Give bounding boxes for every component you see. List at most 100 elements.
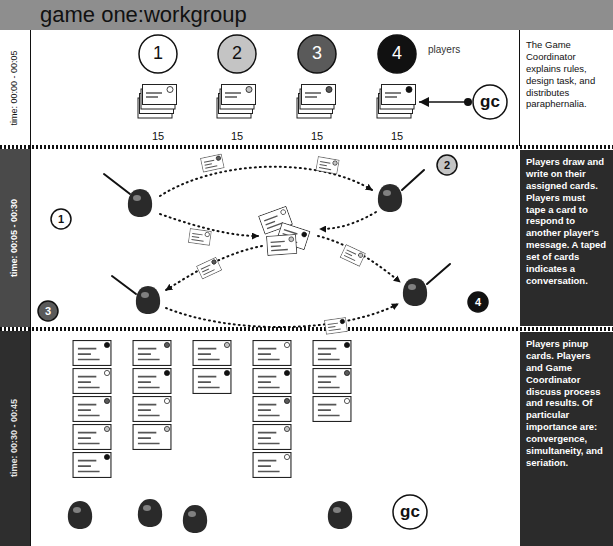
player-circle: 3 [297,34,337,74]
panel-separator [0,327,613,331]
message-path [320,212,376,229]
pinned-card [73,369,111,394]
coordinator-circle: gc [392,494,428,530]
pen [402,170,424,190]
pinned-card [73,453,111,478]
player-marker: 2 [436,154,458,176]
message-card [196,257,221,279]
strip-divider [30,30,31,546]
message-card [200,154,224,172]
circle-shape [218,35,256,73]
pinned-card [133,397,171,422]
coordinator-label: gc [400,503,420,522]
pens [104,170,450,294]
step-text: Players draw and write on their assigned… [526,156,607,287]
player-number: 3 [312,44,322,64]
message-path [160,214,258,236]
player-head [68,501,92,529]
card-scribble [146,93,162,97]
stack-outline [136,80,180,124]
circle-shape [298,35,336,73]
message-path [166,304,398,327]
title-band [0,0,613,30]
player-number: 2 [444,159,450,171]
player-number: 4 [392,44,402,64]
player-number: 3 [45,305,51,317]
player-hand [136,286,160,314]
circle-shape [468,292,488,312]
player-dot [167,87,173,93]
player-head [328,501,352,529]
card-stack: 15 [215,80,259,142]
card-stack: 15 [375,80,419,142]
card-shape [302,85,336,105]
pen [427,264,450,284]
player-number: 2 [232,44,242,64]
pinned-card [193,369,231,394]
card-stack: 15 [136,80,180,142]
circle-shape [38,301,58,321]
diagram-title: game one:workgroup [40,2,247,28]
player-marker: 4 [467,291,489,313]
card-shape [382,85,416,105]
card-shape [222,85,256,105]
message-card [188,229,211,246]
stack-outline [215,80,259,124]
message-path [160,167,372,196]
step-text: Players pinup cards. Players and Game Co… [526,338,607,469]
axis-label: players [428,44,460,55]
step-description: Players pinup cards. Players and Game Co… [520,332,613,546]
stack-outline [375,80,419,124]
coordinator-label: gc [480,93,500,112]
message-path [318,236,400,282]
step-description: The Game Coordinator explains rules, des… [520,33,613,143]
taped-card [266,234,296,255]
time-label: time: 00:00 - 00:05 [10,50,20,125]
player-dot [326,87,332,93]
panel-separator [0,145,613,149]
pinned-card [313,397,351,422]
pen [104,174,130,194]
pinned-card [73,341,111,366]
card-scribble [225,93,241,97]
pinned-card [253,425,291,450]
message-paths [160,167,400,327]
circle-shape [139,35,177,73]
player-marker: 3 [37,300,59,322]
time-label: time: 00:05 - 00:30 [10,199,20,277]
player-head [183,505,207,533]
player-dot [406,87,412,93]
step-description: Players draw and write on their assigned… [520,150,613,326]
player-hand [403,278,427,306]
time-strip [0,331,30,546]
time-label: time: 00:30 - 00:45 [10,399,20,477]
step-text: The Game Coordinator explains rules, des… [526,39,607,110]
circle-shape [51,209,71,229]
time-strip [0,30,30,146]
pinned-card [193,341,231,366]
workgroup-scene [104,154,450,334]
player-circle: 2 [217,34,257,74]
circle-shape [378,35,416,73]
player-circle: 4 [377,34,417,74]
card-count: 15 [391,130,403,142]
coordinator-circle: gc [472,84,508,120]
pinned-card [253,397,291,422]
message-card [324,317,347,334]
pinned-card [133,425,171,450]
player-head [138,499,162,527]
player-circle: 1 [138,34,178,74]
player-number: 1 [58,213,64,225]
player-dot [246,87,252,93]
pinup-scene [68,341,352,533]
pinned-card [253,453,291,478]
player-marker: 1 [50,208,72,230]
card-scribble [305,93,321,97]
player-hand [378,184,402,212]
pen [112,276,136,294]
card-count: 15 [311,130,323,142]
message-path [166,246,262,290]
card-count: 15 [152,130,164,142]
message-card [316,157,340,175]
